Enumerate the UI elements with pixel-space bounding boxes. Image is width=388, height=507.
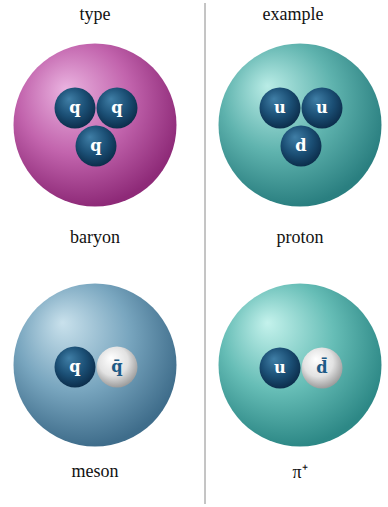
sphere-fill xyxy=(219,44,382,207)
quark-sphere: u xyxy=(301,87,343,129)
quark-sphere: d xyxy=(280,125,322,167)
quark-sphere: u xyxy=(259,87,301,129)
sphere-fill xyxy=(281,126,322,167)
quark-symbol: u xyxy=(259,87,301,129)
quark-sphere: q xyxy=(96,87,138,129)
hadron-sphere: protonuud xyxy=(218,43,382,207)
particle-name: proton xyxy=(277,227,324,248)
quark-symbol: q̄ xyxy=(96,346,138,388)
sphere-fill xyxy=(260,348,301,389)
quark-symbol: u xyxy=(259,347,301,389)
particle-name: π⁺ xyxy=(292,459,307,483)
hadron-sphere: π⁺ud̄ xyxy=(218,283,382,447)
sphere-fill xyxy=(219,284,382,447)
quark-symbol: q xyxy=(54,87,96,129)
sphere-fill xyxy=(55,347,96,388)
quark-symbol: d xyxy=(280,125,322,167)
particle-name: meson xyxy=(72,461,119,482)
particle-name: baryon xyxy=(70,227,120,248)
quark-sphere: u xyxy=(259,347,301,389)
quark-symbol: q xyxy=(54,346,96,388)
sphere-fill xyxy=(97,347,138,388)
sphere-outline xyxy=(218,43,382,207)
antiquark-sphere: d̄ xyxy=(301,347,343,389)
quark-sphere: q xyxy=(54,87,96,129)
quark-symbol: q xyxy=(75,125,117,167)
column-heading: example xyxy=(263,4,324,25)
column-divider xyxy=(205,3,206,504)
column-heading: type xyxy=(80,4,111,25)
antiquark-sphere: q̄ xyxy=(96,346,138,388)
sphere-fill xyxy=(14,44,177,207)
sphere-fill xyxy=(260,88,301,129)
quark-symbol: q xyxy=(96,87,138,129)
quark-symbol: u xyxy=(301,87,343,129)
sphere-fill xyxy=(97,88,138,129)
hadron-sphere: baryonqqq xyxy=(13,43,177,207)
sphere-fill xyxy=(55,88,96,129)
sphere-outline xyxy=(13,43,177,207)
sphere-fill xyxy=(302,88,343,129)
sphere-fill xyxy=(76,126,117,167)
quark-sphere: q xyxy=(54,346,96,388)
quark-sphere: q xyxy=(75,125,117,167)
quark-symbol: d̄ xyxy=(301,347,343,389)
sphere-fill xyxy=(302,348,343,389)
hadron-sphere: mesonqq̄ xyxy=(13,283,177,447)
sphere-fill xyxy=(14,284,177,447)
